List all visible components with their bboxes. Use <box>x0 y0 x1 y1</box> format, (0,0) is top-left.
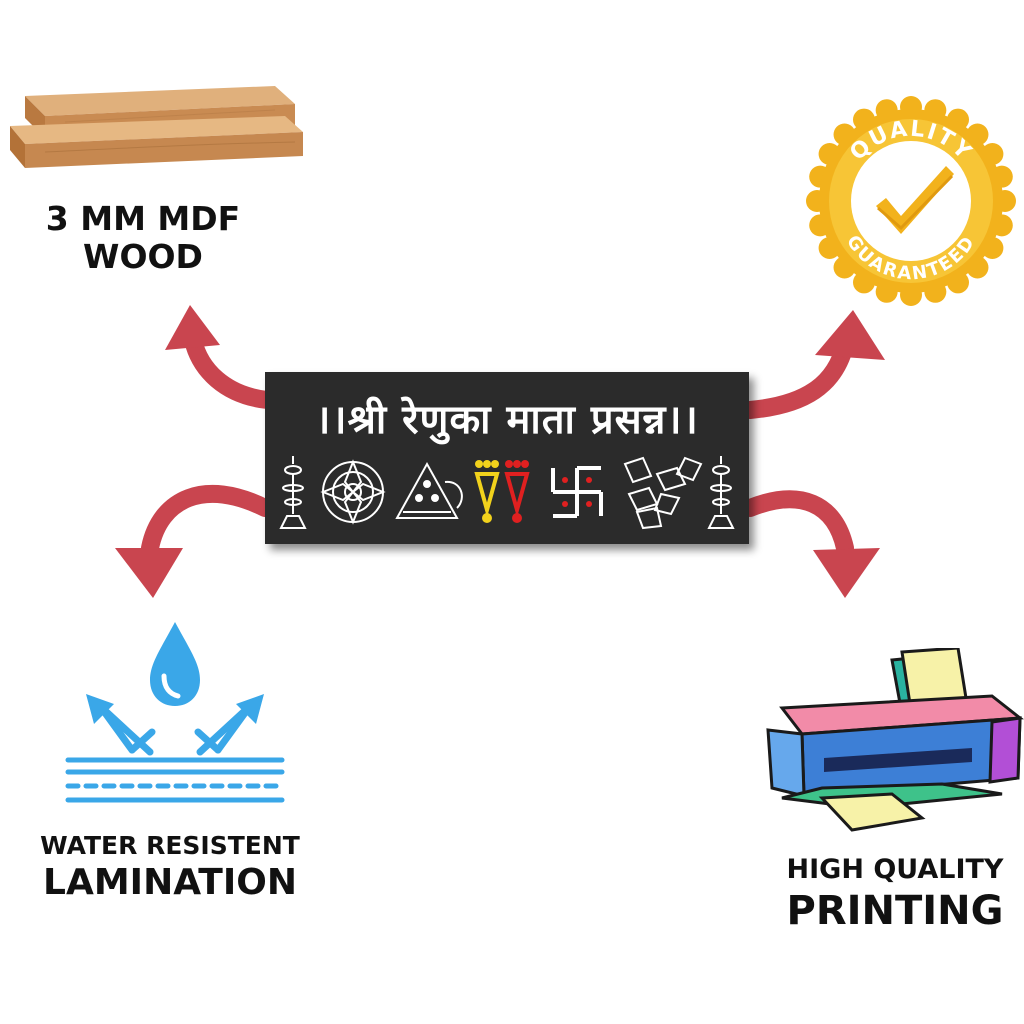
wood-label-line2: WOOD <box>83 236 203 276</box>
rangoli-icon <box>320 459 386 525</box>
lamination-label-line1: WATER RESISTENT <box>40 831 300 860</box>
printing-label-line2: PRINTING <box>786 888 1004 934</box>
wood-planks-icon <box>10 86 303 168</box>
nameplate: ।।श्री रेणुका माता प्रसन्न।। <box>265 372 749 544</box>
wood-label-line1: 3 MM MDF <box>45 199 241 238</box>
water-resistant-icon <box>65 622 285 803</box>
arrow-to-printing-icon <box>745 490 880 598</box>
printing-label-line1: HIGH QUALITY <box>786 854 1004 885</box>
arrow-to-quality-icon <box>745 310 885 419</box>
nameplate-symbols <box>279 456 735 530</box>
nameplate-text: ।।श्री रेणुका माता प्रसन्न।। <box>315 397 699 443</box>
wood-feature-label: 3 MM MDF WOOD <box>18 200 268 276</box>
arrow-to-wood-icon <box>165 305 275 409</box>
swastik-icon <box>551 466 603 518</box>
lamp-icon <box>707 456 735 529</box>
lamp-icon <box>279 456 307 529</box>
lamination-label-line2: LAMINATION <box>43 862 297 903</box>
arrow-to-lamination-icon <box>115 484 270 598</box>
conch-icon <box>395 461 463 519</box>
footprints-icon <box>474 460 530 523</box>
om-rangoli-icon <box>623 456 703 530</box>
printer-icon <box>766 648 1024 832</box>
quality-seal-icon: QUALITY GUARANTEED <box>806 96 1016 306</box>
